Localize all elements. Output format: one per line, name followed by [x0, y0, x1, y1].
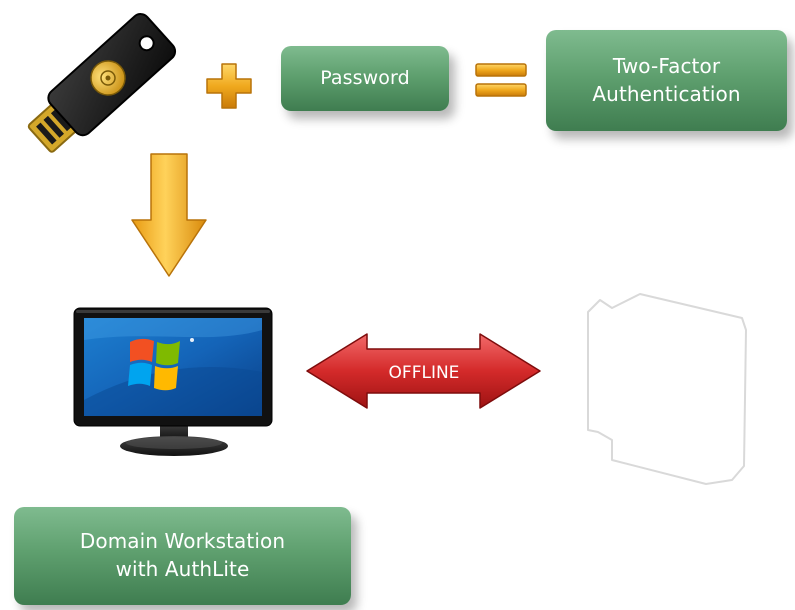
password-label: Password	[320, 67, 410, 90]
plus-sign-icon	[206, 63, 252, 109]
two-factor-authentication-box: Two-Factor Authentication	[546, 30, 787, 131]
down-arrow-icon	[131, 153, 207, 277]
offline-label: OFFLINE	[389, 363, 460, 383]
usb-security-key-icon	[27, 13, 177, 153]
windows-monitor-icon	[73, 307, 273, 456]
double-headed-arrow-icon: OFFLINE	[306, 333, 541, 409]
equals-sign-icon	[475, 63, 527, 97]
domain-workstation-box: Domain Workstation with AuthLite	[14, 507, 351, 605]
two-factor-authentication-label: Two-Factor Authentication	[592, 53, 741, 106]
server-outline-icon	[587, 293, 747, 485]
domain-workstation-label: Domain Workstation with AuthLite	[79, 529, 286, 581]
password-box: Password	[281, 46, 449, 111]
